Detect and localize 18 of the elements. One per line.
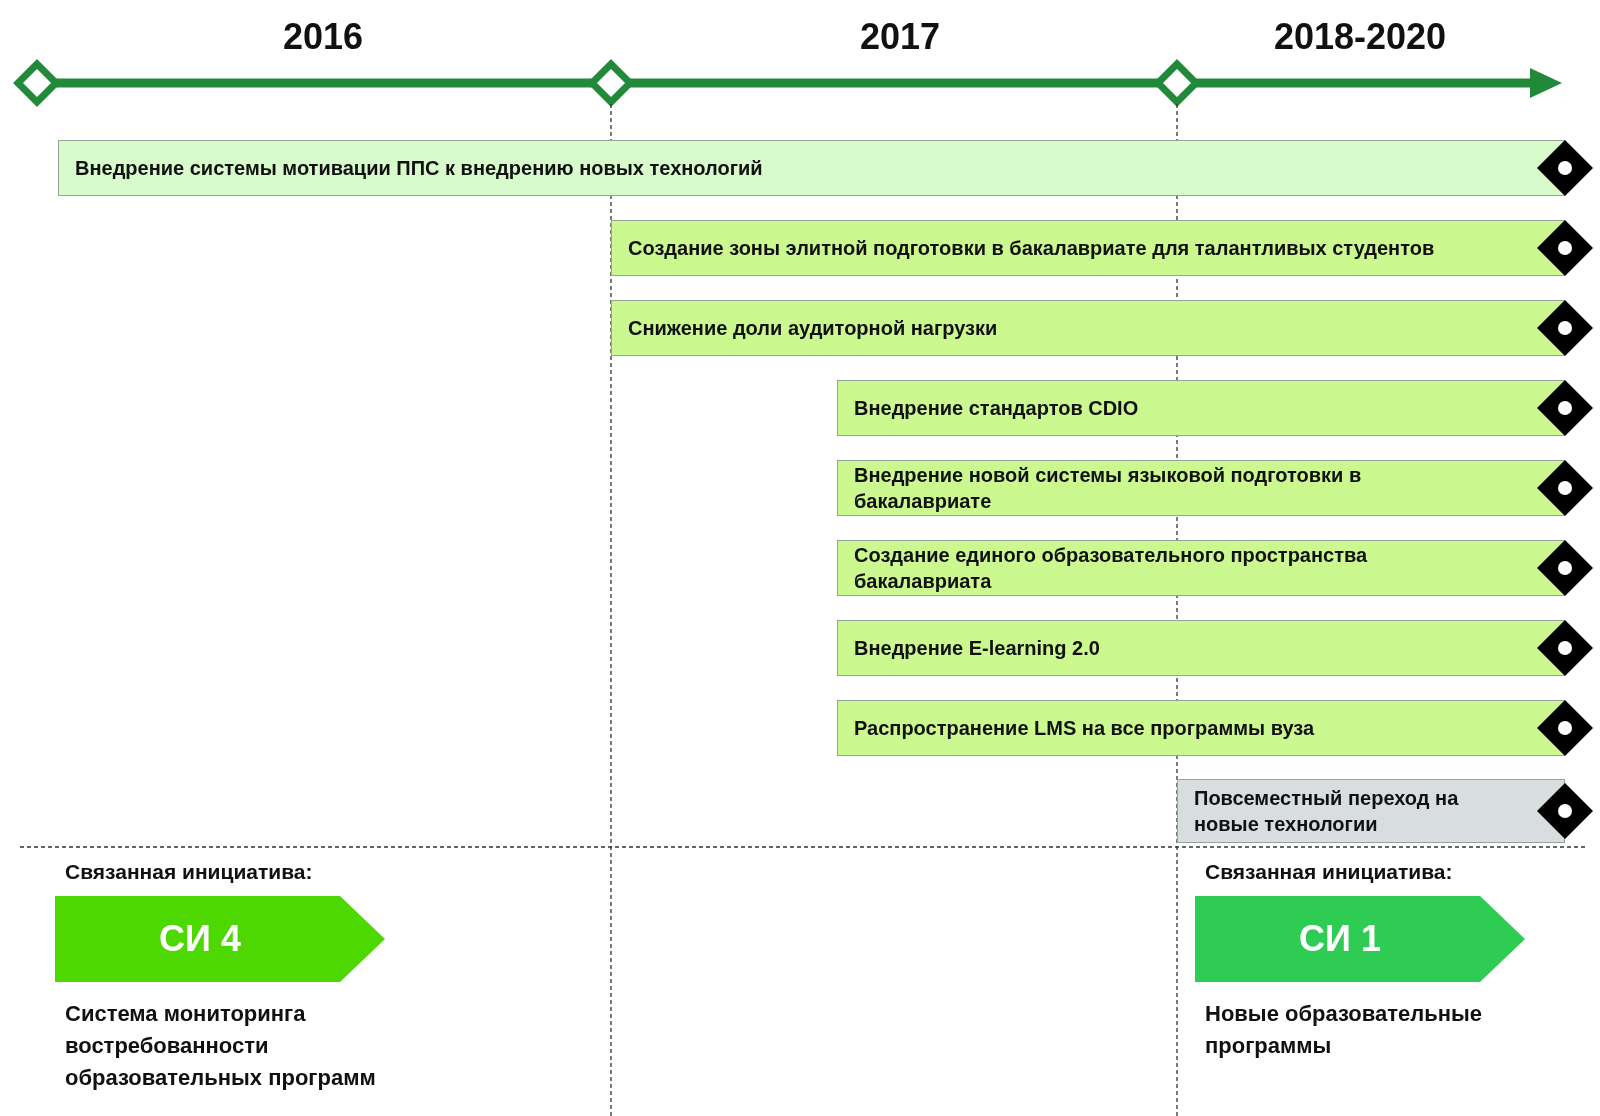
bar-text: Внедрение системы мотивации ППС к внедрению новых технологий — [75, 156, 763, 181]
initiative-code: СИ 1 — [1299, 918, 1381, 960]
initiative-code: СИ 4 — [159, 918, 241, 960]
bar-text: Повсеместный переход на новые технологии — [1194, 786, 1460, 837]
bar-text: Внедрение новой системы языковой подготовки в бакалавриате — [854, 463, 1363, 514]
initiative-description: Система мониторинга востребованности образовательных программ — [65, 1000, 377, 1092]
bar-text: Внедрение стандартов CDIO — [854, 396, 1139, 421]
heading-text: Связанная инициатива: — [65, 860, 314, 884]
year-label: 2016 — [282, 16, 364, 58]
bar-text: Создание зоны элитной подготовки в бакалавриате для талантливых студентов — [628, 236, 1435, 261]
heading-text: Связанная инициатива: — [1205, 860, 1454, 884]
bar-text: Внедрение E-learning 2.0 — [854, 636, 1100, 661]
bar-text: Распространение LMS на все программы вуза — [854, 716, 1315, 741]
bar-text: Создание единого образовательного пространства бакалавриата — [854, 543, 1369, 594]
year-label: 2018-2020 — [1273, 16, 1447, 58]
initiative-description: Новые образовательные программы — [1205, 1000, 1484, 1060]
bar-text: Снижение доли аудиторной нагрузки — [628, 316, 998, 341]
year-label: 2017 — [859, 16, 941, 58]
